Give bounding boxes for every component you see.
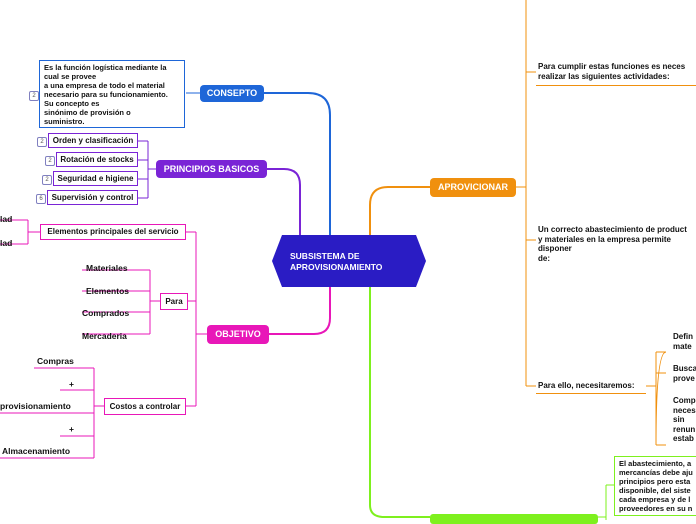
necesitaremos-sub-2[interactable]: Busca prove bbox=[673, 364, 696, 383]
concepto-text[interactable]: Es la función logística mediante la cual… bbox=[39, 60, 185, 128]
line-aprovicionar bbox=[369, 186, 430, 246]
principio-item-4[interactable]: Supervisión y control bbox=[47, 190, 138, 205]
necesitaremos-sub-1[interactable]: Defin mate bbox=[673, 332, 693, 351]
principio-badge-3[interactable]: 2 bbox=[42, 175, 52, 185]
para-item-mercaderia[interactable]: Mercaderia bbox=[82, 331, 127, 341]
elementos-left-2[interactable]: lad bbox=[0, 238, 13, 248]
costos-item-almacenamiento[interactable]: Almacenamiento bbox=[2, 446, 71, 456]
para-item-materiales[interactable]: Materiales bbox=[86, 263, 128, 273]
central-title: SUBSISTEMA DE APROVISIONAMIENTO bbox=[290, 251, 420, 273]
costos-item-plus-1[interactable]: + bbox=[69, 379, 74, 389]
line-principios-items bbox=[138, 140, 156, 199]
principios-topic[interactable]: PRINCIPIOS BASICOS bbox=[156, 160, 267, 178]
para-node[interactable]: Para bbox=[160, 293, 188, 310]
line-necesitaremos bbox=[646, 351, 667, 446]
line-objetivo bbox=[268, 286, 331, 335]
elementos-left-1[interactable]: lad bbox=[0, 214, 13, 224]
concepto-topic[interactable]: CONSEPTO bbox=[200, 85, 264, 102]
aprovicionar-abastecimiento[interactable]: Un correcto abastecimiento de product y … bbox=[536, 225, 696, 267]
concepto-badge[interactable]: 2 bbox=[29, 91, 39, 101]
principio-badge-4[interactable]: 6 bbox=[36, 194, 46, 204]
line-para bbox=[82, 269, 160, 335]
costos-node[interactable]: Costos a controlar bbox=[104, 398, 186, 415]
para-item-comprados[interactable]: Comprados bbox=[82, 308, 130, 318]
line-objetivo-branches bbox=[186, 231, 208, 407]
line-green bbox=[369, 286, 430, 518]
costos-item-compras[interactable]: Compras bbox=[37, 356, 74, 366]
aprovicionar-actividades[interactable]: Para cumplir estas funciones es neces re… bbox=[536, 62, 696, 86]
green-text[interactable]: El abastecimiento, a mercancías debe aju… bbox=[614, 456, 696, 516]
line-elementos bbox=[0, 219, 40, 245]
line-green-text bbox=[598, 484, 614, 520]
principio-item-1[interactable]: Orden y clasificación bbox=[48, 133, 138, 148]
principio-badge-2[interactable]: 2 bbox=[45, 156, 55, 166]
line-concepto bbox=[262, 92, 331, 236]
aprovicionar-necesitaremos[interactable]: Para ello, necesitaremos: bbox=[536, 379, 646, 394]
principio-badge-1[interactable]: 2 bbox=[37, 137, 47, 147]
principio-item-3[interactable]: Seguridad e higiene bbox=[53, 171, 138, 186]
principio-item-2[interactable]: Rotación de stocks bbox=[56, 152, 138, 167]
line-aprovicionar-branches bbox=[516, 0, 536, 387]
para-item-elementos[interactable]: Elementos bbox=[86, 286, 129, 296]
aprovicionar-topic[interactable]: APROVICIONAR bbox=[430, 178, 516, 197]
elementos-principales[interactable]: Elementos principales del servicio bbox=[40, 224, 186, 240]
necesitaremos-sub-3[interactable]: Comp neces sin renun estab bbox=[673, 396, 696, 443]
objetivo-topic[interactable]: OBJETIVO bbox=[207, 325, 269, 344]
line-principios bbox=[266, 168, 301, 236]
costos-item-plus-2[interactable]: + bbox=[69, 424, 74, 434]
line-costos bbox=[0, 367, 104, 459]
green-topic[interactable] bbox=[430, 514, 598, 524]
costos-item-aprovisionamiento[interactable]: provisionamiento bbox=[0, 401, 71, 411]
